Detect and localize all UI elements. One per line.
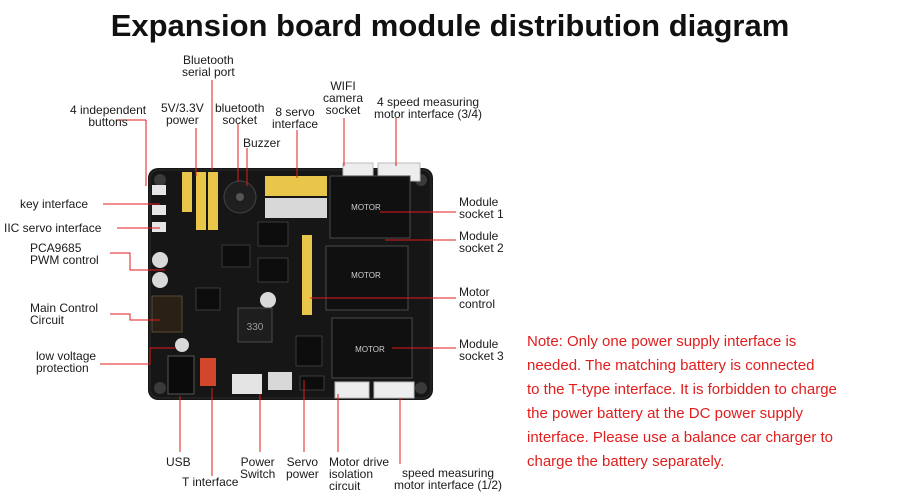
power-header	[196, 172, 206, 230]
motor-module-1-label: MOTOR	[351, 203, 381, 212]
inductor-label: 330	[247, 322, 264, 333]
label-speed-motor-34: 4 speed measuring motor interface (3/4)	[374, 95, 483, 121]
t-interface-connector	[200, 358, 216, 386]
power-switch-component	[232, 374, 262, 394]
dc-jack	[167, 355, 195, 395]
note-line: to the T-type interface. It is forbidden…	[527, 381, 837, 398]
label-wifi-camera-socket: WIFI camera socket	[323, 79, 364, 117]
note-line: Note: Only one power supply interface is	[527, 333, 797, 350]
label-buzzer: Buzzer	[243, 136, 281, 150]
label-isolation-circuit: Motor drive isolation circuit	[329, 455, 390, 493]
note-line: the power battery at the DC power supply	[527, 405, 803, 422]
label-8-servo-interface: 8 servo interface	[272, 105, 319, 131]
label-bluetooth-serial-port: Bluetooth serial port	[182, 53, 235, 79]
diagram-title: Expansion board module distribution diag…	[110, 8, 790, 43]
label-power-switch: Power Switch	[240, 455, 276, 481]
label-module-socket-1: Module socket 1	[459, 195, 504, 221]
label-low-voltage-protection: low voltage protection	[36, 349, 97, 375]
label-iic-servo-interface: IIC servo interface	[4, 221, 102, 235]
label-power: 5V/3.3V power	[161, 101, 204, 127]
motor-module-1	[329, 175, 411, 239]
label-bluetooth-socket: bluetooth socket	[215, 101, 265, 127]
motor-module-2	[325, 245, 409, 311]
note-line: charge the battery separately.	[527, 453, 725, 470]
label-module-socket-2: Module socket 2	[459, 229, 504, 255]
label-usb: USB	[166, 455, 191, 469]
servo-8-header	[265, 176, 327, 196]
inductor	[237, 307, 273, 343]
label-pca9685: PCA9685 PWM control	[30, 241, 99, 267]
pca9685-chip	[221, 244, 251, 268]
main-control-chip	[151, 295, 183, 333]
note-line: interface. Please use a balance car char…	[527, 429, 834, 446]
motor-module-2-label: MOTOR	[351, 271, 381, 280]
label-main-control-circuit: Main Control Circuit	[30, 301, 99, 327]
motor-module-3-label: MOTOR	[355, 345, 385, 354]
label-module-socket-3: Module socket 3	[459, 337, 504, 363]
label-speed-motor-12: speed measuring motor interface (1/2)	[394, 466, 503, 492]
label-t-interface: T interface	[182, 475, 239, 489]
label-motor-control: Motor control	[459, 285, 496, 311]
power-supply-note: Note: Only one power supply interface is…	[527, 330, 887, 474]
label-servo-power: Servo power	[286, 455, 319, 481]
label-independent-buttons: 4 independent buttons	[70, 103, 147, 129]
note-line: needed. The matching battery is connecte…	[527, 357, 815, 374]
leader-lines	[100, 80, 456, 476]
speed-motor-socket-12	[373, 381, 415, 399]
label-key-interface: key interface	[20, 197, 89, 211]
